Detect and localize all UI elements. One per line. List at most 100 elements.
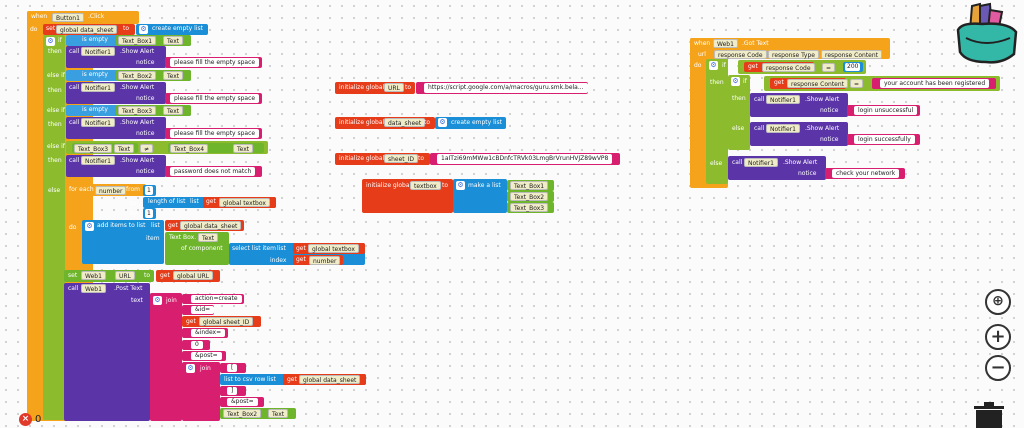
zero-string[interactable]: 0 xyxy=(191,341,203,349)
post-string-2[interactable]: &post= xyxy=(227,398,258,406)
check-network-string[interactable]: check your network xyxy=(832,169,900,178)
global-sheet-id-dropdown[interactable]: global sheet_ID xyxy=(199,317,254,326)
text-box2-dropdown[interactable]: Text_Box2 xyxy=(223,409,262,418)
any-textbox-text-block[interactable] xyxy=(165,232,229,265)
web1-post-text-block[interactable] xyxy=(64,283,150,421)
button1-dropdown[interactable]: Button1 xyxy=(52,13,84,22)
got-text-if-block[interactable] xyxy=(706,59,728,184)
global-url-dropdown[interactable]: global URL xyxy=(173,271,214,280)
notifier1-dropdown[interactable]: Notifier1 xyxy=(81,47,115,56)
add-items-to-list-block[interactable] xyxy=(82,220,164,264)
sheet-id-name-field[interactable]: sheet_ID xyxy=(384,154,419,163)
global-data-sheet-dropdown[interactable]: global data_sheet xyxy=(299,375,361,384)
gear-icon[interactable]: ⚙ xyxy=(186,364,195,373)
url-name-field[interactable]: URL xyxy=(384,83,404,92)
gear-icon[interactable]: ⚙ xyxy=(709,61,718,70)
response-code-dropdown[interactable]: response Code xyxy=(762,63,815,72)
zoom-in-button[interactable]: + xyxy=(985,324,1011,350)
text-box1-component[interactable]: Text_Box1 xyxy=(510,181,549,190)
textbox-name-field[interactable]: textbox xyxy=(410,181,441,190)
text-prop-dropdown[interactable]: Text xyxy=(163,106,184,115)
text-prop-dropdown[interactable]: Text xyxy=(233,144,254,153)
notifier1-dropdown[interactable]: Notifier1 xyxy=(766,95,800,104)
show-alert-label: .Show Alert xyxy=(120,48,155,55)
text-prop-dropdown[interactable]: Text xyxy=(163,36,184,45)
notifier1-dropdown[interactable]: Notifier1 xyxy=(81,118,115,127)
text-box2-component[interactable]: Text_Box2 xyxy=(510,192,549,201)
index-string[interactable]: &index= xyxy=(191,329,226,337)
then-label: then xyxy=(732,95,746,102)
response-content-dropdown[interactable]: response Content xyxy=(787,79,849,88)
for-each-block[interactable] xyxy=(66,184,82,266)
data-sheet-dropdown[interactable]: global data_sheet xyxy=(56,25,118,34)
id-string[interactable]: &id= xyxy=(191,306,215,314)
by-value[interactable]: 1 xyxy=(145,209,153,218)
text-box3-dropdown[interactable]: Text_Box3 xyxy=(74,144,113,153)
login-successfully-string[interactable]: login successfully xyxy=(854,135,915,144)
param-response-content[interactable]: response Content xyxy=(821,50,883,59)
param-response-code[interactable]: response Code xyxy=(714,50,767,59)
do-label: do xyxy=(69,224,77,231)
alert-message-4[interactable]: password does not match xyxy=(170,167,256,176)
not-equal-operator-dropdown[interactable]: ≠ xyxy=(140,144,154,153)
if-label: if xyxy=(743,78,747,85)
web1-dropdown[interactable]: Web1 xyxy=(713,39,738,48)
alert-message-1[interactable]: please fill the empty space xyxy=(170,58,260,67)
alert-message-2[interactable]: please fill the empty space xyxy=(170,94,260,103)
post-string[interactable]: &post= xyxy=(191,352,222,360)
of-component-label: of component xyxy=(181,245,223,252)
text-prop-dropdown[interactable]: Text xyxy=(163,71,184,80)
gear-icon[interactable]: ⚙ xyxy=(139,25,148,34)
notice-label: notice xyxy=(820,107,839,114)
global-textbox-dropdown[interactable]: global textbox xyxy=(219,198,270,207)
registered-string[interactable]: your account has been registered xyxy=(880,79,990,88)
text-prop-dropdown[interactable]: Text xyxy=(268,409,289,418)
warning-indicator[interactable]: × 0 xyxy=(19,413,43,427)
close-bracket-string[interactable]: ] xyxy=(227,387,238,395)
param-response-type[interactable]: response Type xyxy=(768,50,819,59)
action-create-string[interactable]: action=create xyxy=(191,295,242,303)
alert-message-3[interactable]: please fill the empty space xyxy=(170,129,260,138)
web1-dropdown[interactable]: Web1 xyxy=(81,271,106,280)
zoom-out-button[interactable]: − xyxy=(985,355,1011,381)
gear-icon[interactable]: ⚙ xyxy=(153,296,162,305)
sheet-id-string-value[interactable]: 1aITzi69mMWw1cBDnfcTRVk03LmgBrVrunHVJZ89… xyxy=(437,154,613,164)
trash-icon[interactable] xyxy=(972,402,1006,428)
text-box3-dropdown[interactable]: Text_Box3 xyxy=(118,106,157,115)
web1-dropdown[interactable]: Web1 xyxy=(81,284,106,293)
url-string-value[interactable]: https://script.google.com/a/macros/guru.… xyxy=(424,83,588,93)
backpack-icon[interactable] xyxy=(952,2,1022,66)
from-value[interactable]: 1 xyxy=(145,186,153,195)
set-web1-url-block[interactable] xyxy=(64,270,154,282)
number-dropdown[interactable]: number xyxy=(309,256,341,265)
gear-icon[interactable]: ⚙ xyxy=(731,77,740,86)
equals-operator-dropdown[interactable]: = xyxy=(850,79,864,88)
gear-icon[interactable]: ⚙ xyxy=(456,181,465,190)
notifier1-dropdown[interactable]: Notifier1 xyxy=(744,158,778,167)
response-code-value[interactable]: 200 xyxy=(845,63,861,71)
gear-icon[interactable]: ⚙ xyxy=(438,118,447,127)
if-gear-icon[interactable]: ⚙ xyxy=(46,37,55,46)
text-box1-dropdown[interactable]: Text_Box1 xyxy=(118,36,157,45)
create-empty-list-block[interactable] xyxy=(136,24,208,35)
text-box3-component[interactable]: Text_Box3 xyxy=(510,203,549,212)
recenter-button[interactable]: ⊕ xyxy=(985,289,1011,315)
open-bracket-string[interactable]: [ xyxy=(227,364,238,372)
global-data-sheet-dropdown[interactable]: global data_sheet xyxy=(180,221,242,230)
text-box4-dropdown[interactable]: Text_Box4 xyxy=(170,144,209,153)
equals-operator-dropdown[interactable]: = xyxy=(822,63,836,72)
join-block[interactable] xyxy=(150,293,182,421)
global-textbox-dropdown[interactable]: global textbox xyxy=(308,244,359,253)
notifier1-dropdown[interactable]: Notifier1 xyxy=(766,124,800,133)
gear-icon[interactable]: ⚙ xyxy=(85,222,94,231)
text-box2-dropdown[interactable]: Text_Box2 xyxy=(118,71,157,80)
if-else-block[interactable] xyxy=(43,35,65,420)
text-prop-dropdown[interactable]: Text xyxy=(114,144,135,153)
notifier1-dropdown[interactable]: Notifier1 xyxy=(81,83,115,92)
url-prop-dropdown[interactable]: URL xyxy=(115,271,135,280)
login-unsuccessful-string[interactable]: login unsuccessful xyxy=(854,106,918,115)
number-var-dropdown[interactable]: number xyxy=(95,186,127,195)
data-sheet-name-field[interactable]: data_sheet xyxy=(384,118,426,127)
text-prop-dropdown[interactable]: Text xyxy=(198,233,219,242)
notifier1-dropdown[interactable]: Notifier1 xyxy=(81,156,115,165)
